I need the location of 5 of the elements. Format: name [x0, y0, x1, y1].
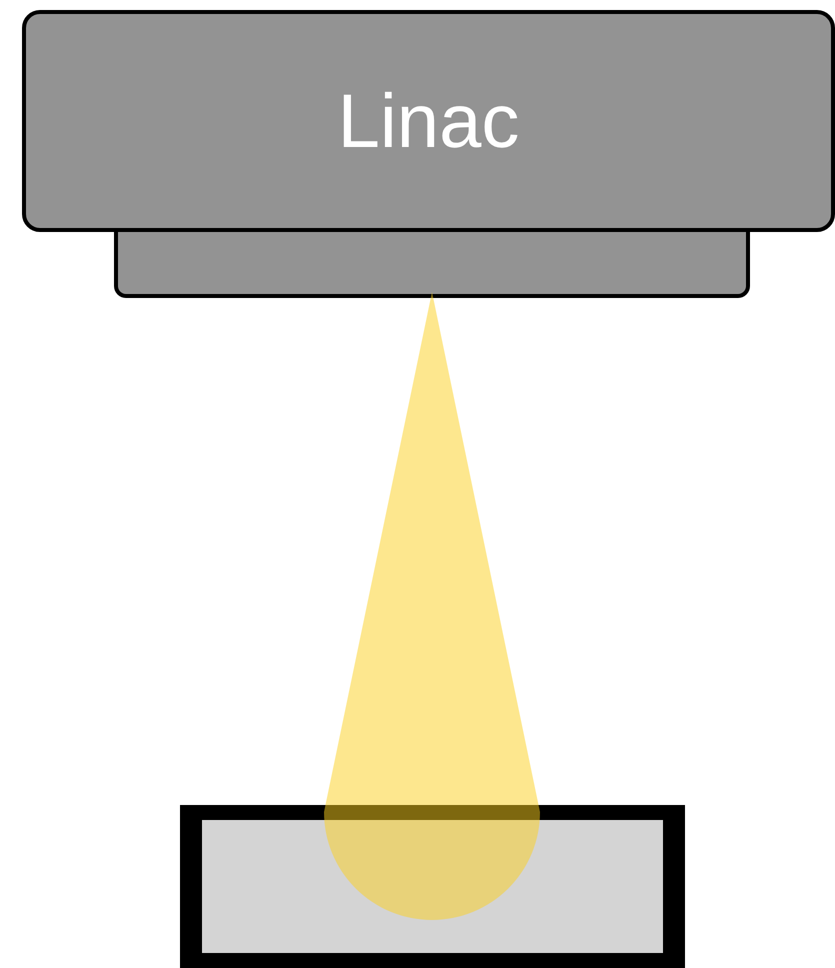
linac-head [22, 10, 835, 232]
phantom-block [180, 805, 685, 968]
radiation-beam [324, 292, 540, 920]
device-label: Linac [338, 78, 520, 164]
collimator-block [114, 232, 750, 298]
